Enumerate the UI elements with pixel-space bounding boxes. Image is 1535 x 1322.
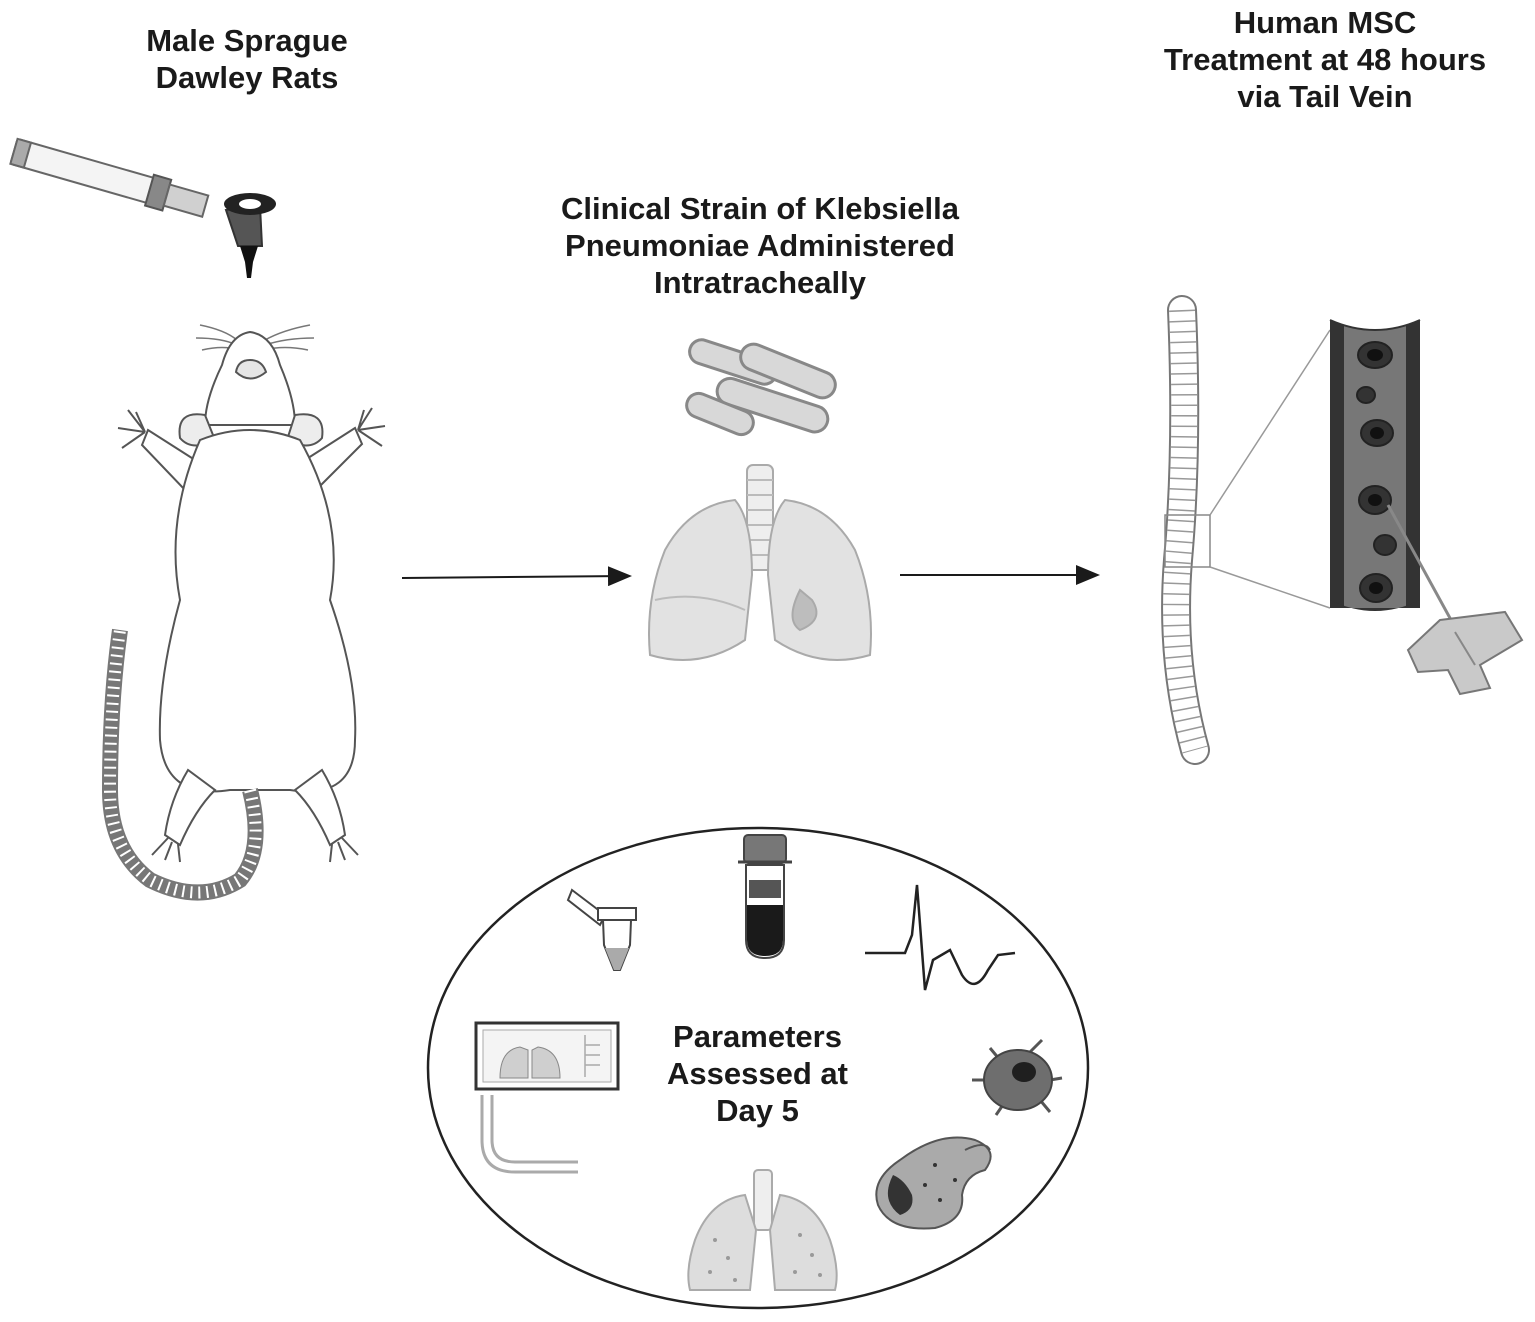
- bacteria-icon: [685, 338, 837, 437]
- rat-icon: [101, 324, 386, 901]
- arrow-to-infection: [401, 566, 632, 587]
- ecg-wave-icon: [865, 884, 1016, 991]
- needle-icon: [1386, 504, 1524, 696]
- monitor-icon: [474, 1021, 620, 1174]
- blood-tube-icon: [738, 834, 792, 960]
- parameters-label: Parameters Assessed at Day 5: [667, 1019, 848, 1128]
- tail-vein-icon: [1161, 295, 1421, 765]
- immune-cell-icon: [972, 1038, 1063, 1116]
- damaged-lungs-icon: [687, 1169, 838, 1291]
- assessment-ellipse: [426, 826, 1090, 1310]
- msc-treatment-label: Human MSC Treatment at 48 hours via Tail…: [1163, 5, 1487, 114]
- klebsiella-label: Clinical Strain of Klebsiella Pneumoniae…: [561, 191, 959, 300]
- lungs-icon: [648, 464, 872, 661]
- macrophage-icon: [875, 1136, 992, 1230]
- rats-label: Male Sprague Dawley Rats: [146, 23, 348, 95]
- laryngoscope-icon: [9, 137, 276, 278]
- tube-icon: [566, 888, 637, 971]
